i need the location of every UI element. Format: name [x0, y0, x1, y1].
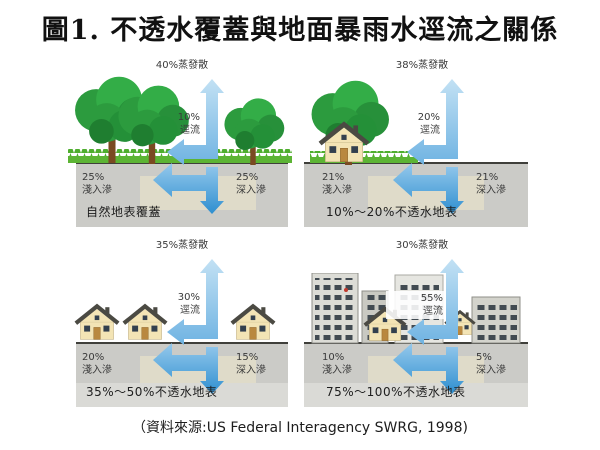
shallow-value: 21% [322, 172, 345, 183]
shallow-value: 20% [82, 352, 105, 363]
panel-caption: 35%～50%不透水地表 [86, 385, 218, 399]
shallow-text: 淺入滲 [322, 365, 352, 376]
panel-impervious-35-50: 35%蒸發散 30% 逕流 20% 淺入滲 15% 深入滲 35%～50%不透水… [60, 235, 300, 415]
runoff-label: 10% 逕流 [146, 111, 200, 137]
shallow-text: 淺入滲 [82, 185, 112, 196]
runoff-label: 55% 逕流 [386, 291, 446, 319]
deep-value: 25% [236, 172, 259, 183]
panel-impervious-10-20: 38%蒸發散 20% 逕流 21% 淺入滲 21% 深入滲 10%～20%不透水… [300, 55, 540, 235]
runoff-value: 10% [177, 112, 200, 123]
deep-text: 深入滲 [476, 185, 506, 196]
evapotranspiration-label: 38%蒸發散 [395, 60, 449, 71]
deep-infiltration-label: 15% 深入滲 [236, 351, 296, 377]
runoff-text: 逕流 [423, 306, 443, 317]
shallow-value: 25% [82, 172, 105, 183]
figure-title: 圖1. 不透水覆蓋與地面暴雨水逕流之關係 [41, 15, 559, 46]
shallow-value: 10% [322, 352, 345, 363]
panel-natural-cover: 40%蒸發散 10% 逕流 25% 淺入滲 25% 深入滲 自然地表覆蓋 [60, 55, 300, 235]
deep-infiltration-label: 5% 深入滲 [476, 351, 536, 377]
panel-impervious-75-100: 30%蒸發散 55% 逕流 10% 淺入滲 5% 深入滲 75%～100%不透水… [300, 235, 540, 415]
deep-text: 深入滲 [236, 185, 266, 196]
deep-value: 15% [236, 352, 259, 363]
panel-caption: 75%～100%不透水地表 [326, 385, 466, 399]
runoff-value: 30% [177, 292, 200, 303]
shallow-infiltration-label: 21% 淺入滲 [322, 171, 384, 197]
deep-text: 深入滲 [476, 365, 506, 376]
runoff-label: 30% 逕流 [146, 291, 200, 317]
runoff-text: 逕流 [180, 125, 200, 136]
runoff-text: 逕流 [420, 125, 440, 136]
deep-value: 5% [476, 352, 492, 363]
evapotranspiration-label: 40%蒸發散 [155, 60, 209, 71]
house-tree-illustration [300, 73, 418, 165]
panel-caption: 10%～20%不透水地表 [326, 205, 458, 219]
shallow-text: 淺入滲 [82, 365, 112, 376]
evapotranspiration-label: 30%蒸發散 [395, 240, 449, 251]
runoff-value: 20% [417, 112, 440, 123]
runoff-text: 逕流 [180, 305, 200, 316]
deep-value: 21% [476, 172, 499, 183]
shallow-infiltration-label: 20% 淺入滲 [82, 351, 144, 377]
evapotranspiration-label: 35%蒸發散 [155, 240, 209, 251]
shallow-infiltration-label: 25% 淺入滲 [82, 171, 144, 197]
runoff-value: 55% [420, 293, 443, 304]
runoff-label: 20% 逕流 [386, 111, 440, 137]
deep-infiltration-label: 21% 深入滲 [476, 171, 536, 197]
shallow-text: 淺入滲 [322, 185, 352, 196]
source-caption: （資料來源:US Federal Interagency SWRG, 1998) [132, 420, 468, 436]
diagram-grid: 40%蒸發散 10% 逕流 25% 淺入滲 25% 深入滲 自然地表覆蓋 [60, 55, 540, 415]
deep-infiltration-label: 25% 深入滲 [236, 171, 296, 197]
deep-text: 深入滲 [236, 365, 266, 376]
panel-caption: 自然地表覆蓋 [86, 205, 162, 219]
shallow-infiltration-label: 10% 淺入滲 [322, 351, 384, 377]
